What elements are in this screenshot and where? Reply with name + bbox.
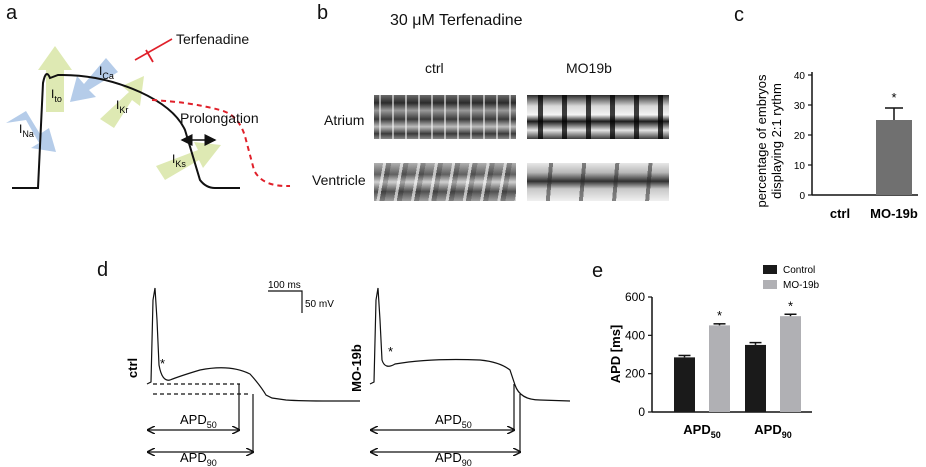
panel-e-bar: [674, 357, 695, 412]
ina-arrow: [6, 111, 56, 152]
panel-label-d: d: [97, 259, 109, 281]
legend-swatch-mo19b: [763, 280, 777, 289]
trace-label-ctrl: ctrl: [125, 358, 140, 378]
panel-e-chart: APD [ms] 0 200 400 600 * * Control MO-19b AP…: [608, 265, 820, 440]
terfenadine-inhibit-bar: [145, 49, 154, 63]
panel-e-ytick-label: 0: [638, 405, 645, 419]
column-label-mo19b: MO19b: [566, 60, 612, 76]
panel-c-bar: [876, 120, 912, 195]
ikr-label: IKr: [116, 98, 128, 115]
panel-b-title: 30 μM Terfenadine: [390, 12, 523, 29]
panel-e-ytick-label: 400: [625, 328, 645, 342]
prolongation-label: Prolongation: [180, 110, 259, 126]
panel-e-ylabel: APD [ms]: [608, 325, 623, 384]
panel-e-ytick-label: 600: [625, 290, 645, 304]
kymograph-ventricle-mo19b: [527, 163, 669, 201]
legend-label-control: Control: [783, 265, 815, 276]
panel-e-bar: [780, 316, 801, 412]
trace-label-mo19b: MO-19b: [349, 344, 364, 392]
panel-c-ytick-label: 20: [794, 131, 806, 142]
panel-e-bar: [745, 344, 766, 412]
panel-c-ylabel: percentage of embryos displaying 2:1 ryt…: [754, 74, 784, 207]
panel-c-significance: *: [891, 90, 896, 105]
panel-d-traces: ctrl MO-19b 100 ms 50 mV * APD50 APD90 *…: [125, 280, 571, 467]
panel-c-ytick-label: 0: [799, 191, 805, 202]
panel-c-xtick-ctrl: ctrl: [830, 206, 850, 221]
row-label-ventricle: Ventricle: [312, 172, 366, 188]
ica-arrow: [70, 58, 118, 102]
legend-swatch-control: [763, 265, 777, 274]
ap-trace-normal: [12, 73, 240, 189]
panel-c-ytick-label: 10: [794, 161, 806, 172]
ito-arrow: [38, 46, 72, 112]
iks-label: IKs: [172, 152, 186, 169]
panel-c-ylabel-line2: displaying 2:1 rythm: [769, 83, 784, 199]
row-label-atrium: Atrium: [324, 112, 365, 128]
apd90-label-ctrl: APD90: [180, 450, 217, 467]
panel-label-e: e: [592, 260, 604, 282]
panel-label-a: a: [6, 2, 18, 24]
ap-trace-ctrl: [146, 287, 360, 402]
panel-e-ytick-label: 200: [625, 367, 645, 381]
terfenadine-label: Terfenadine: [176, 31, 249, 47]
scale-bar-voltage: 50 mV: [305, 299, 334, 310]
scale-bar-time: 100 ms: [268, 280, 301, 291]
panel-e-xtick-apd50: APD50: [683, 422, 720, 440]
column-label-ctrl: ctrl: [425, 60, 444, 76]
trace-annotation-mo19b: *: [388, 344, 393, 359]
ito-label: Ito: [51, 87, 62, 104]
panel-c-ylabel-line1: percentage of embryos: [754, 74, 769, 207]
legend-label-mo19b: MO-19b: [783, 280, 820, 291]
iks-arrow: [156, 142, 221, 180]
panel-label-c: c: [734, 4, 744, 26]
kymograph-atrium-mo19b: [527, 95, 669, 139]
panel-e-significance: *: [788, 298, 793, 313]
ica-label: ICa: [99, 64, 114, 81]
panel-c-chart: percentage of embryos displaying 2:1 ryt…: [754, 71, 918, 221]
panel-label-b: b: [317, 2, 329, 24]
kymograph-ventricle-ctrl: [374, 163, 516, 201]
kymograph-atrium-ctrl: [374, 95, 516, 139]
panel-e-bar: [709, 325, 730, 412]
panel-c-xtick-mo19b: MO-19b: [870, 206, 918, 221]
panel-e-xtick-apd90: APD90: [754, 422, 791, 440]
panel-e-significance: *: [717, 308, 722, 323]
scale-bar: [268, 290, 303, 313]
ina-label: INa: [19, 122, 34, 139]
apd50-label-mo19b: APD50: [435, 412, 472, 430]
apd50-label-ctrl: APD50: [180, 412, 217, 430]
trace-annotation-ctrl: *: [160, 356, 165, 371]
panel-c-ytick-label: 30: [794, 101, 806, 112]
panel-a-schematic: Terfenadine Prolongation INa Ito ICa IKr…: [6, 31, 291, 189]
ikr-arrow: [100, 76, 144, 128]
panel-c-ytick-label: 40: [794, 71, 806, 82]
terfenadine-inhibit-line: [134, 38, 173, 61]
ap-trace-mo19b: [369, 287, 571, 402]
apd90-label-mo19b: APD90: [435, 450, 472, 467]
